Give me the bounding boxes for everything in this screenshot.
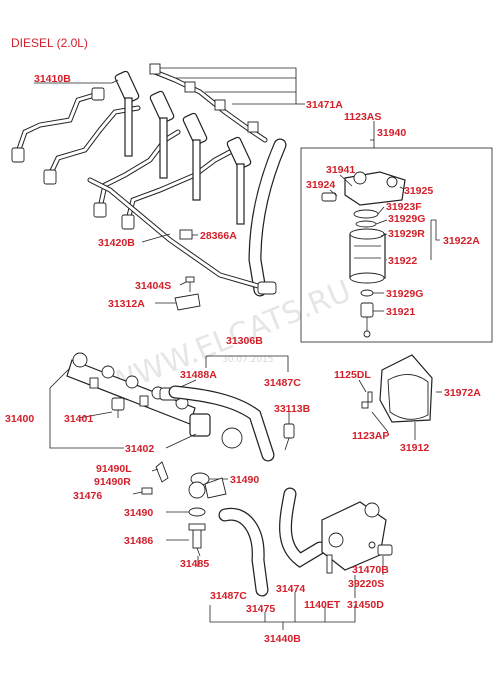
diagram-title: DIESEL (2.0L): [11, 36, 88, 50]
label-1123AP: 1123AP: [352, 430, 389, 442]
label-31929G-upper: 31929G: [388, 213, 425, 225]
injector-assembly: [11, 63, 287, 311]
label-31912: 31912: [400, 442, 429, 454]
label-31488A: 31488A: [180, 369, 217, 381]
label-1123AS: 1123AS: [344, 111, 381, 123]
lower-fittings: [132, 461, 393, 630]
label-31312A: 31312A: [108, 298, 145, 310]
label-31929G-lower: 31929G: [386, 288, 423, 300]
label-31475: 31475: [246, 603, 275, 615]
label-28366A: 28366A: [200, 230, 237, 242]
label-31486: 31486: [124, 535, 153, 547]
label-39220S: 39220S: [348, 578, 384, 590]
label-31490-lower: 31490: [124, 507, 153, 519]
leaders-top: [34, 67, 305, 304]
label-31924: 31924: [306, 179, 335, 191]
part-labels: 31410B 31471A 1123AS 31940 31941 31924 3…: [5, 73, 481, 645]
label-31487C-upper: 31487C: [264, 377, 301, 389]
label-31972A: 31972A: [444, 387, 481, 399]
label-31925: 31925: [404, 185, 433, 197]
label-31923F: 31923F: [386, 201, 422, 213]
label-31450D: 31450D: [347, 599, 384, 611]
label-33113B: 33113B: [274, 403, 311, 415]
label-31487C-lower: 31487C: [210, 590, 247, 602]
label-31306B: 31306B: [226, 335, 263, 347]
label-31476: 31476: [73, 490, 102, 502]
label-91490R: 91490R: [94, 476, 131, 488]
label-31921: 31921: [386, 306, 415, 318]
label-31401: 31401: [64, 413, 93, 425]
label-31400: 31400: [5, 413, 34, 425]
label-31940: 31940: [377, 127, 406, 139]
label-31490-upper: 31490: [230, 474, 259, 486]
label-1140ET: 1140ET: [304, 599, 341, 611]
label-31485: 31485: [180, 558, 209, 570]
label-31922A: 31922A: [443, 235, 480, 247]
label-31474: 31474: [276, 583, 305, 595]
label-31929R: 31929R: [388, 228, 425, 240]
label-1125DL: 1125DL: [334, 369, 371, 381]
label-31922: 31922: [388, 255, 417, 267]
label-31402: 31402: [125, 443, 154, 455]
watermark-date: 30.07.2015: [222, 355, 274, 365]
label-31440B: 31440B: [264, 633, 301, 645]
label-91490L: 91490L: [96, 463, 132, 475]
common-rail-assembly: [49, 352, 243, 449]
label-31420B: 31420B: [98, 237, 135, 249]
filter-bracket: [358, 354, 442, 440]
label-31941: 31941: [326, 164, 355, 176]
label-31470B: 31470B: [352, 564, 389, 576]
label-31410B: 31410B: [34, 73, 71, 85]
label-31471A: 31471A: [306, 99, 343, 111]
fuel-filter-assembly: [300, 121, 493, 343]
label-31404S: 31404S: [135, 280, 171, 292]
